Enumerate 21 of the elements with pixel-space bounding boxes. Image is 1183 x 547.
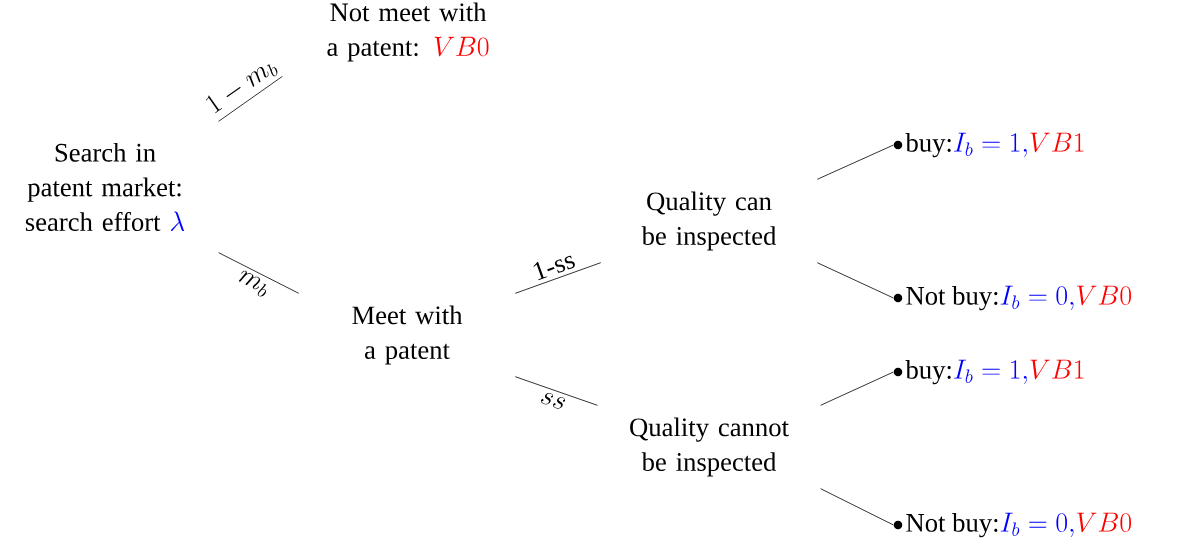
branch-line xyxy=(820,488,894,526)
probability-label: $ss$ xyxy=(540,392,566,409)
branch-line xyxy=(816,262,894,299)
outcome-label: buy:$I_b = 1,$ $VB1$ xyxy=(905,359,1084,385)
outcome-label: Not buy:$I_b = 0,$ $VB0$ xyxy=(906,285,1131,311)
outcome-label: Not buy:$I_b = 0,$ $VB0$ xyxy=(906,512,1131,538)
branch-line xyxy=(820,371,894,406)
state-label: Quality can be inspected xyxy=(641,191,777,251)
probability-label: $1 - m_b$ xyxy=(205,64,278,114)
state-label: Meet with a patent xyxy=(352,305,463,365)
outcome-label: buy:$I_b = 1,$ $VB1$ xyxy=(905,132,1084,158)
state-label: Quality cannot be inspected xyxy=(630,417,789,477)
state-label: Not meet with a patent: $VB0$ xyxy=(327,2,489,62)
probability-label: 1-ss xyxy=(533,255,575,281)
state-label: Search in patent market: search effort $\lambda$ xyxy=(25,142,185,232)
branch-line xyxy=(514,376,598,406)
probability-label: $m_b$ xyxy=(238,270,267,297)
branch-line xyxy=(218,75,283,122)
branch-line xyxy=(514,262,602,294)
branch-line xyxy=(218,252,300,294)
branch-line xyxy=(816,144,894,180)
